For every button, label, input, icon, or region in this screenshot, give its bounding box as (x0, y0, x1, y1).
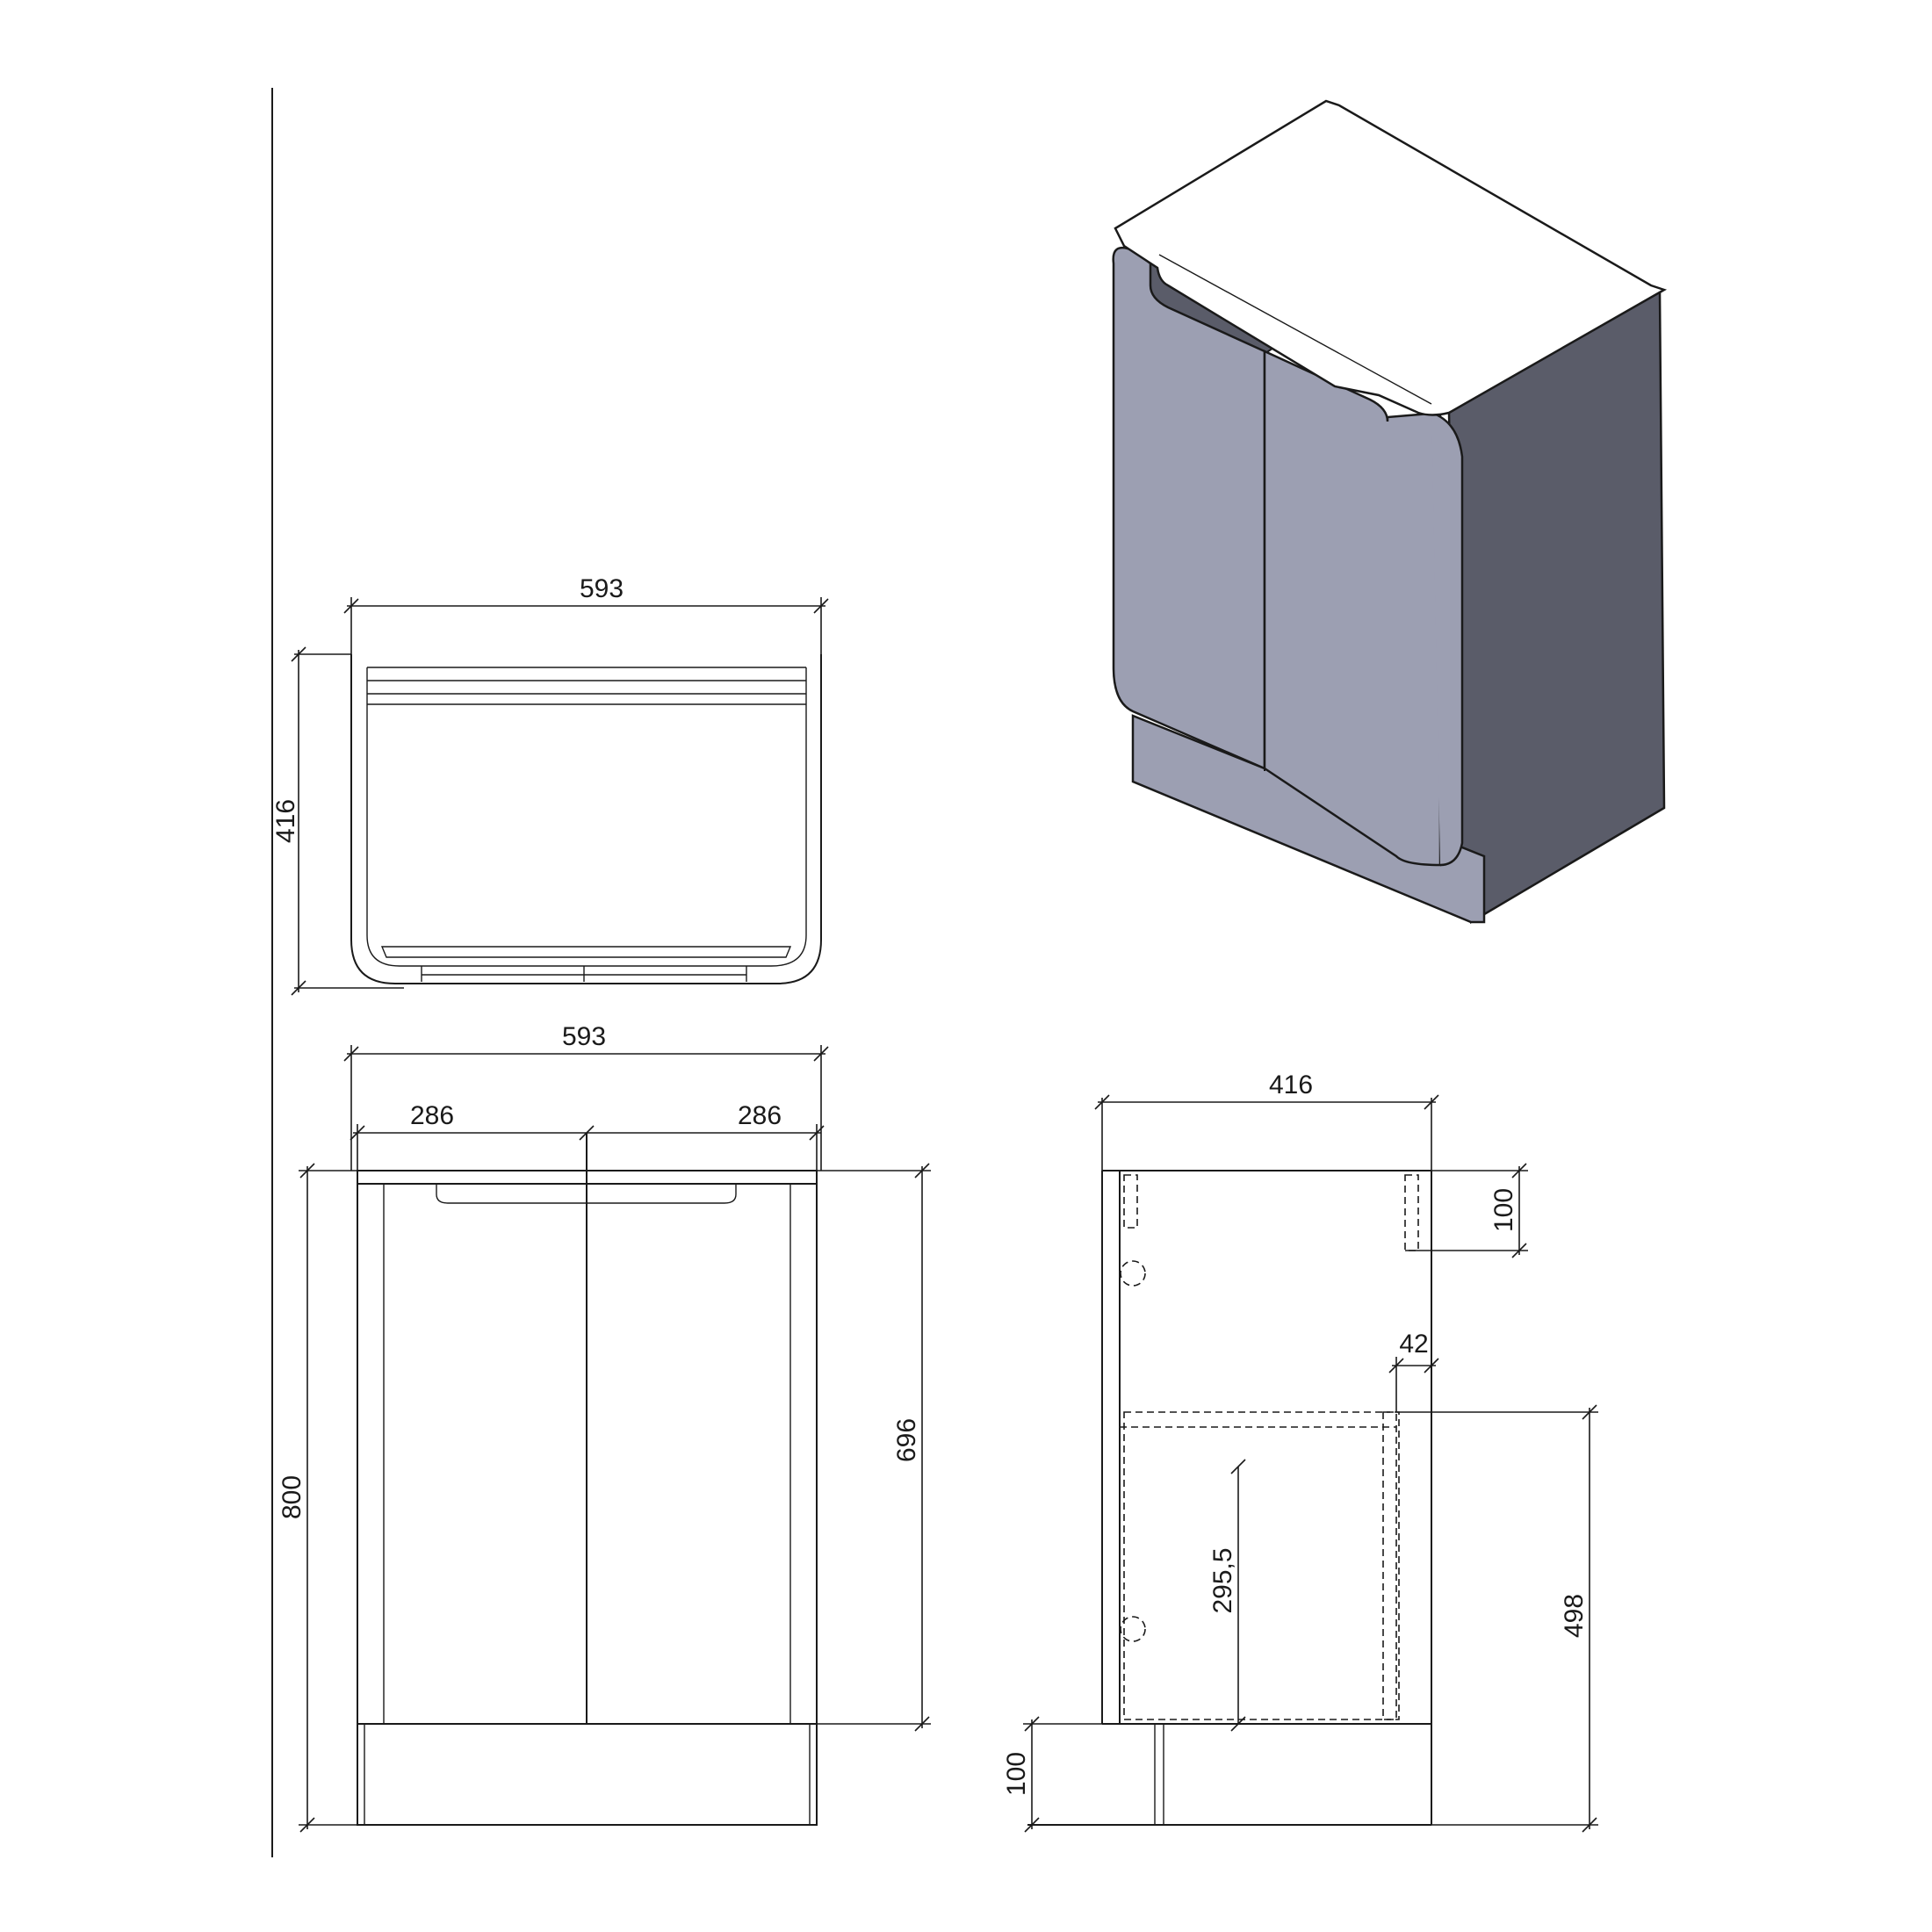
tick (813, 598, 829, 614)
tick (1094, 1094, 1110, 1110)
dim-total-height-label: 800 (278, 1475, 306, 1519)
upper-rail-left (1123, 1174, 1138, 1229)
dim-top-depth-label: 416 (271, 799, 300, 843)
tick (299, 1817, 315, 1833)
isometric-view (1112, 99, 1668, 924)
tick (291, 980, 306, 996)
dim-door-left-label: 286 (410, 1101, 454, 1130)
handle-recess (436, 1184, 737, 1204)
tick (1511, 1243, 1527, 1258)
inner-shelf-box (1123, 1411, 1397, 1720)
tick (579, 1125, 595, 1141)
left-door-3d (1112, 246, 1266, 770)
tick (1388, 1358, 1404, 1373)
dim-top-width-label: 593 (580, 574, 624, 603)
tick (1511, 1163, 1527, 1179)
tick (1582, 1817, 1597, 1833)
tick (299, 1163, 315, 1179)
dim-top-drawer-label: 100 (1489, 1188, 1518, 1232)
rear-panel-section (1382, 1411, 1400, 1720)
tick (813, 1046, 829, 1062)
top-view-outline (350, 654, 822, 984)
dim-plinth-label: 100 (1002, 1752, 1031, 1796)
tick (1230, 1716, 1246, 1732)
tick (1024, 1817, 1040, 1833)
dim-offset-label: 42 (1399, 1330, 1428, 1359)
top-edge-groove (1158, 254, 1432, 405)
hinge-hole-top (1120, 1260, 1146, 1287)
dim-door-height-label: 696 (892, 1418, 921, 1462)
tick (1424, 1358, 1439, 1373)
tick (1230, 1459, 1246, 1474)
top-edge-3d (1114, 99, 1668, 416)
dim-shelf-label: 295,5 (1208, 1547, 1237, 1613)
front-view: 593 286 286 800 696 (278, 1022, 931, 1833)
dim-inner-height-label: 498 (1560, 1594, 1589, 1638)
upper-rail-right (1404, 1174, 1419, 1251)
tick (914, 1716, 930, 1732)
top-view: 593 416 (271, 574, 829, 996)
hinge-hole-bottom (1120, 1616, 1146, 1642)
side-section-view: 416 100 42 498 295,5 100 (1002, 1071, 1598, 1833)
tick (1582, 1404, 1597, 1420)
tick (1424, 1094, 1439, 1110)
dim-front-width-label: 593 (562, 1022, 606, 1051)
tick (914, 1163, 930, 1179)
tick (1024, 1716, 1040, 1732)
handle-top-view (380, 946, 792, 958)
tick (343, 1046, 359, 1062)
tick (291, 646, 306, 662)
tick (809, 1125, 825, 1141)
top-view-inner (366, 667, 807, 967)
tick (350, 1125, 365, 1141)
rounded-edge-3d (1431, 411, 1464, 867)
dim-side-depth-label: 416 (1269, 1071, 1313, 1099)
tick (343, 598, 359, 614)
dim-door-right-label: 286 (738, 1101, 782, 1130)
